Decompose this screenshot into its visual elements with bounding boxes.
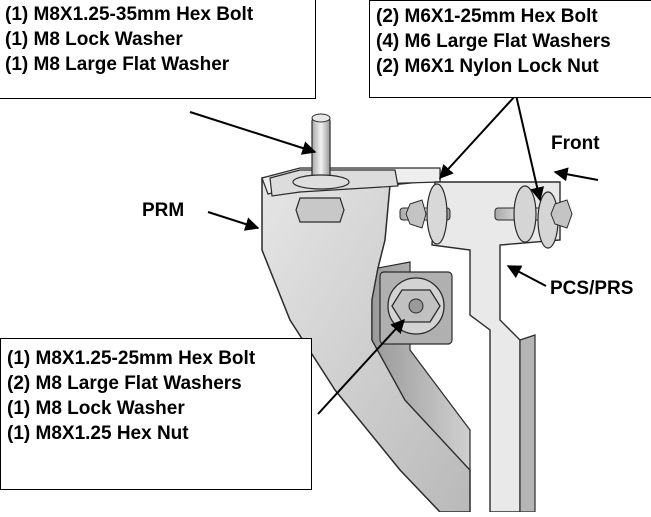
callout-line: (1) M8 Lock Washer <box>5 29 183 50</box>
callout-line: (1) M8 Large Flat Washer <box>5 54 230 75</box>
label-prm: PRM <box>142 200 185 221</box>
callout-line: (2) M8 Large Flat Washers <box>7 373 242 394</box>
callout-line: (2) M6X1 Nylon Lock Nut <box>376 56 599 77</box>
leader-top-right-a <box>439 94 517 180</box>
m6-nut-left <box>405 199 427 229</box>
callout-line: (1) M8X1.25-35mm Hex Bolt <box>5 4 254 25</box>
callout-top-right: (2) M6X1-25mm Hex Bolt (4) M6 Large Flat… <box>369 0 651 98</box>
top-flat-washer <box>292 174 350 190</box>
top-bolt-shaft <box>311 117 331 179</box>
leader-top-right-b <box>515 94 545 202</box>
top-hex-nut <box>295 197 345 223</box>
leader-front <box>553 167 599 182</box>
label-front: Front <box>551 133 600 154</box>
leader-pcs-prs <box>506 265 547 287</box>
m6-washer-right-a <box>513 185 537 243</box>
m6-nut-right <box>550 199 573 229</box>
top-bolt-tip <box>311 113 331 123</box>
lower-bolt-end <box>408 298 424 314</box>
callout-line: (4) M6 Large Flat Washers <box>376 31 611 52</box>
callout-top-left: (1) M8X1.25-35mm Hex Bolt (1) M8 Lock Wa… <box>0 0 316 99</box>
callout-line: (2) M6X1-25mm Hex Bolt <box>376 6 598 27</box>
leader-prm <box>207 211 260 231</box>
pcs-prs-edge <box>519 334 536 513</box>
callout-line: (1) M8 Lock Washer <box>7 398 185 419</box>
callout-bottom-left: (1) M8X1.25-25mm Hex Bolt (2) M8 Large F… <box>0 338 312 490</box>
leader-bottom-left <box>317 318 405 415</box>
callout-line: (1) M8X1.25 Hex Nut <box>7 423 189 444</box>
callout-line: (1) M8X1.25-25mm Hex Bolt <box>7 348 256 369</box>
label-pcs-prs: PCS/PRS <box>550 278 634 299</box>
leader-top-left <box>189 111 317 155</box>
m6-washer-left <box>426 183 448 245</box>
